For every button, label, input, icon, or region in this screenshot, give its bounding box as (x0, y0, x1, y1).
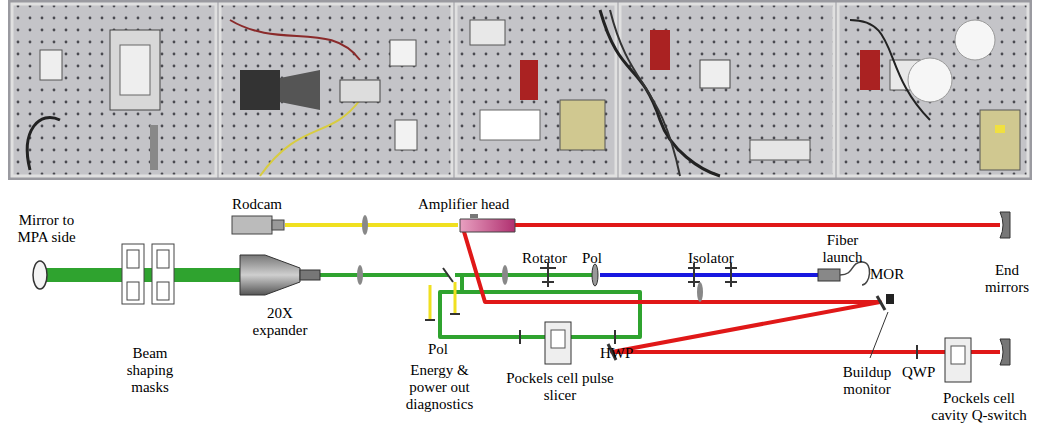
part-label: Energy & power out diagnostics (392, 362, 487, 413)
photo-components-part (27, 117, 60, 170)
optics-symbols-part (127, 282, 139, 300)
photo-components-part (700, 60, 730, 88)
photo-components-part (980, 110, 1020, 170)
optics-symbols-part (877, 296, 885, 310)
optics-symbols-part (540, 263, 556, 287)
photo-components-part (470, 20, 505, 45)
beam-paths (40, 225, 1000, 352)
part-label: Rodcam (232, 196, 282, 213)
photo-panels-part (12, 4, 216, 176)
photo-components-part (610, 10, 680, 176)
part-label: Buildup monitor (832, 364, 902, 398)
part-label: QWP (902, 364, 935, 381)
beam-paths-part (320, 273, 448, 277)
photo-components-part (260, 100, 360, 176)
photo-components-part (520, 60, 538, 100)
photo-components-part (390, 40, 416, 66)
optics-symbols-part (818, 269, 840, 281)
optics-symbols-part (460, 219, 515, 232)
photo-components-part (480, 110, 540, 140)
photo-components-part (110, 30, 160, 110)
photo-components-part (850, 20, 930, 120)
optics-symbols-part (951, 346, 965, 364)
part-label: Amplifier head (418, 196, 509, 213)
part-label: Mirror to MPA side (4, 212, 89, 246)
optics-symbols-part (916, 345, 918, 359)
optics-symbols-part (840, 262, 870, 285)
photo-components-part (120, 45, 150, 95)
optics-symbols-part (232, 216, 272, 234)
beam-paths-part (600, 273, 830, 277)
optics-symbols-part (157, 282, 169, 300)
photo-panels-part (8, 0, 1032, 180)
part-label: End mirrors (982, 262, 1032, 296)
photo-components-part (995, 125, 1005, 133)
part-label: Pockels cell cavity Q-switch (925, 390, 1033, 424)
part-label: Isolator (688, 250, 734, 267)
photo-components-part (860, 50, 880, 90)
photo-components-part (955, 20, 995, 60)
part-label: Pol (428, 341, 448, 358)
optics-symbols-part (127, 250, 139, 268)
optics-symbols-part (157, 250, 169, 268)
photo-components-part (240, 70, 280, 110)
optics-symbols-part (362, 215, 368, 235)
photo-components-part (650, 30, 670, 70)
photo-panels-part (838, 4, 1028, 176)
photo-panels-part (456, 4, 616, 176)
photo-components-part (750, 140, 810, 160)
photo-components-part (908, 58, 952, 102)
optics-symbols-part (272, 220, 284, 230)
part-label: 20X expander (245, 305, 315, 339)
photo-panels-part (620, 4, 834, 176)
optics-symbols-part (1000, 212, 1010, 238)
photo-components-part (280, 70, 320, 110)
photo-components-part (395, 120, 417, 150)
part-label: Rotator (522, 250, 567, 267)
optics-symbols-part (152, 244, 174, 304)
part-label: MOR (870, 266, 904, 283)
beam-paths-part (440, 275, 640, 337)
optics-symbols (33, 212, 1010, 382)
photo-components-part (600, 10, 720, 176)
part-label: Fiber launch (815, 232, 870, 266)
optics-symbols-part (357, 265, 363, 285)
optics-symbols-part (1000, 339, 1010, 365)
optics-symbols-part (240, 255, 300, 295)
optics-symbols-part (33, 261, 47, 289)
optics-symbols-part (520, 330, 615, 344)
photo-panels (8, 0, 1032, 180)
photo-panels-part (220, 4, 452, 176)
optics-symbols-part (502, 265, 508, 285)
part-label: Beam shaping masks (115, 345, 185, 396)
optics-symbols-part (697, 282, 703, 302)
optics-symbols-part (425, 268, 460, 320)
part-label: Pol (582, 250, 602, 267)
beam-paths-part (462, 225, 1000, 352)
part-label: Pockels cell pulse slicer (505, 370, 615, 404)
photo-components-part (340, 80, 380, 102)
photo-components (27, 10, 1020, 176)
optics-symbols-part (688, 263, 737, 287)
optics-symbols-part (592, 264, 598, 286)
optics-symbols-part (470, 214, 478, 218)
optics-symbols-part (870, 312, 888, 358)
optics-symbols-part (300, 270, 320, 280)
beam-paths-part (285, 223, 458, 227)
photo-components-part (150, 125, 158, 170)
part-label: HWP (600, 345, 633, 362)
optics-symbols-part (551, 330, 565, 348)
photo-components-part (230, 20, 360, 60)
optics-symbols-part (886, 294, 894, 304)
optics-symbols-part (945, 338, 971, 382)
optics-symbols-part (545, 322, 571, 364)
optics-symbols-part (122, 244, 144, 304)
photo-components-part (560, 100, 605, 150)
photo-components-part (40, 50, 62, 80)
beam-paths-part (515, 223, 1000, 227)
